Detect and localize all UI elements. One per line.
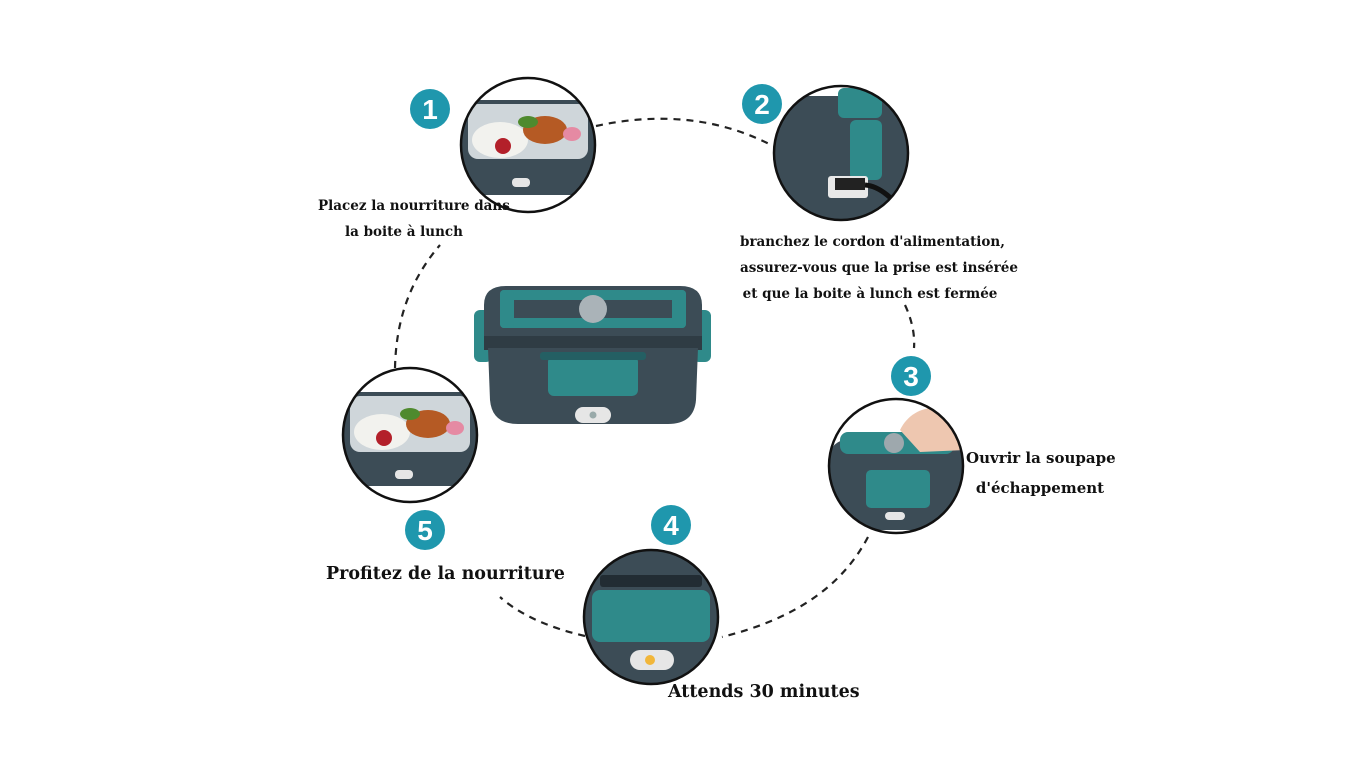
step-5-caption: Profitez de la nourriture: [326, 564, 565, 584]
connector-4-5: [499, 596, 586, 638]
badge-step-1: 1: [410, 89, 450, 129]
connector-3-4: [721, 536, 869, 639]
step-1-illustration: [459, 76, 597, 214]
badge-3-number: 3: [903, 361, 919, 392]
step-1-caption-line-2: la boite à lunch: [345, 224, 463, 240]
badge-step-4: 4: [651, 505, 691, 545]
connector-2-3: [904, 304, 916, 349]
center-lunchbox-illustration: [474, 286, 711, 424]
connector-5-1: [393, 244, 441, 369]
badge-4-number: 4: [663, 510, 679, 541]
step-1-caption-line-1: Placez la nourriture dans: [318, 198, 510, 214]
badge-2-number: 2: [754, 89, 770, 120]
step-5-illustration: [341, 366, 479, 504]
step-2-caption-line-2: assurez-vous que la prise est insérée: [740, 260, 1018, 276]
badge-5-number: 5: [417, 515, 433, 546]
badge-step-2: 2: [742, 84, 782, 124]
badge-step-5: 5: [405, 510, 445, 550]
step-2-caption-line-1: branchez le cordon d'alimentation,: [740, 234, 1005, 250]
badge-step-3: 3: [891, 356, 931, 396]
step-4-caption: Attends 30 minutes: [668, 682, 860, 702]
step-badges: 1 2 3 4 5: [405, 84, 931, 550]
connector-1-2: [595, 117, 774, 147]
step-2-caption-line-3: et que la boite à lunch est fermée: [742, 286, 998, 302]
step-2-illustration: [772, 84, 910, 222]
step-4-illustration: [582, 548, 720, 686]
step-3-illustration: [827, 397, 965, 535]
step-3-caption-line-1: Ouvrir la soupape: [966, 449, 1116, 467]
badge-1-number: 1: [422, 94, 438, 125]
step-3-caption-line-2: d'échappement: [975, 479, 1105, 497]
dashed-connectors: [393, 117, 916, 639]
